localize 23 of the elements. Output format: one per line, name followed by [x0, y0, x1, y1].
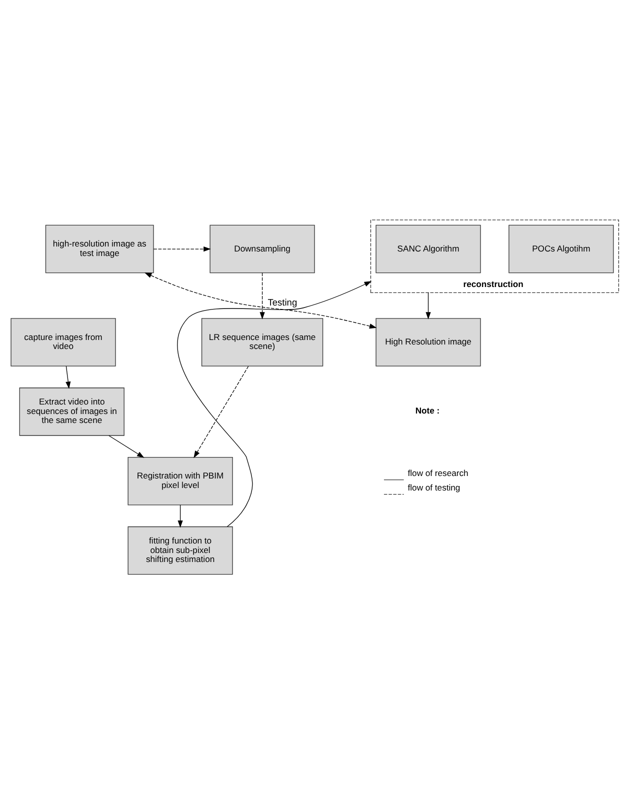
arrow — [178, 504, 183, 528]
node-box: Registration with PBIM pixel level — [128, 456, 233, 506]
node-box: SANC Algorithm — [376, 224, 481, 274]
node-box: Downsampling — [210, 224, 315, 274]
node-box: POCs Algotihm — [508, 224, 614, 274]
arrow — [194, 366, 249, 458]
node-box: LR sequence images (same scene) — [201, 318, 324, 366]
arrow — [426, 292, 431, 320]
arrow — [144, 272, 377, 329]
arrow — [260, 272, 265, 320]
edge-label: Testing — [268, 297, 298, 308]
node-box: Extract video into sequences of images in the same scene — [19, 388, 124, 436]
arrow — [66, 366, 71, 389]
node-box: high-resolution image as test image — [45, 224, 154, 274]
legend-label: flow of research — [408, 468, 468, 478]
node-box: fitting function to obtain sub-pixel shifting estimation — [128, 526, 233, 575]
arrow — [177, 281, 372, 527]
arrow — [108, 435, 144, 458]
node-box: High Resolution image — [376, 318, 481, 366]
arrow — [153, 246, 211, 252]
node-box: capture images from video — [10, 318, 116, 366]
label: Note : — [415, 405, 440, 416]
legend-label: flow of testing — [408, 482, 460, 493]
